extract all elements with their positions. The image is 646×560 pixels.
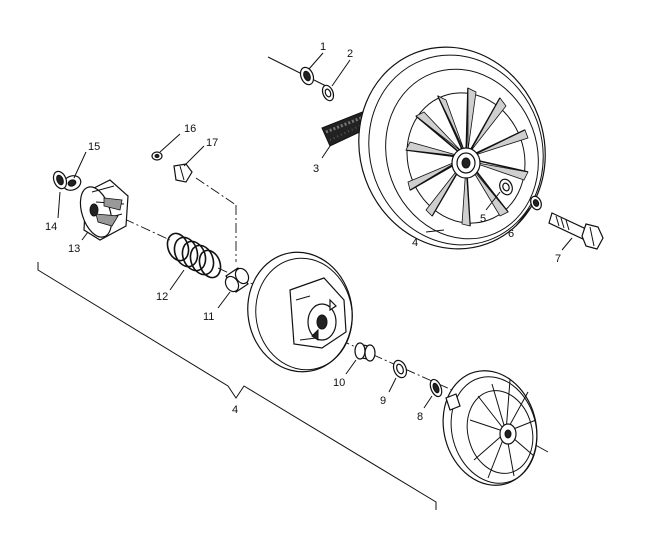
callout-8: 8 [417,411,423,423]
callout-9: 9 [380,395,386,407]
leader-lines [57,52,573,409]
secondary-sheave-upper [358,46,546,250]
callout-4-upper: 4 [412,237,418,249]
callout-16: 16 [184,123,196,135]
callout-10: 10 [333,377,345,389]
secondary-sheave-lower [442,370,538,486]
callout-labels: 1 2 3 4 5 6 7 8 9 10 11 12 13 14 15 16 1… [45,41,561,423]
button-17 [173,163,193,183]
washer-1 [299,66,315,86]
ring-16 [151,151,163,161]
callout-3: 3 [313,163,319,175]
bushing-10 [354,342,376,362]
callout-12: 12 [156,291,168,303]
spring-12 [166,232,222,279]
cam-13 [79,179,129,241]
callout-1: 1 [320,41,326,53]
washer-14 [52,170,68,190]
callout-5: 5 [480,213,486,225]
callout-14: 14 [45,221,57,233]
washer-2 [321,84,335,102]
washer-9 [392,359,408,379]
washer-6 [530,195,542,211]
washer-8 [429,378,443,398]
callout-13: 13 [68,243,80,255]
callout-17: 17 [206,137,218,149]
movable-sheave [247,251,353,373]
bolt-7 [548,212,604,250]
callout-15: 15 [88,141,100,153]
callout-7: 7 [555,253,561,265]
callout-4-assembly: 4 [232,404,238,416]
bushing-11 [224,267,250,293]
washer-5 [499,178,513,196]
callout-11: 11 [203,311,214,323]
callout-2: 2 [347,48,353,60]
assembly-brace [37,262,437,510]
callout-6: 6 [508,228,514,240]
